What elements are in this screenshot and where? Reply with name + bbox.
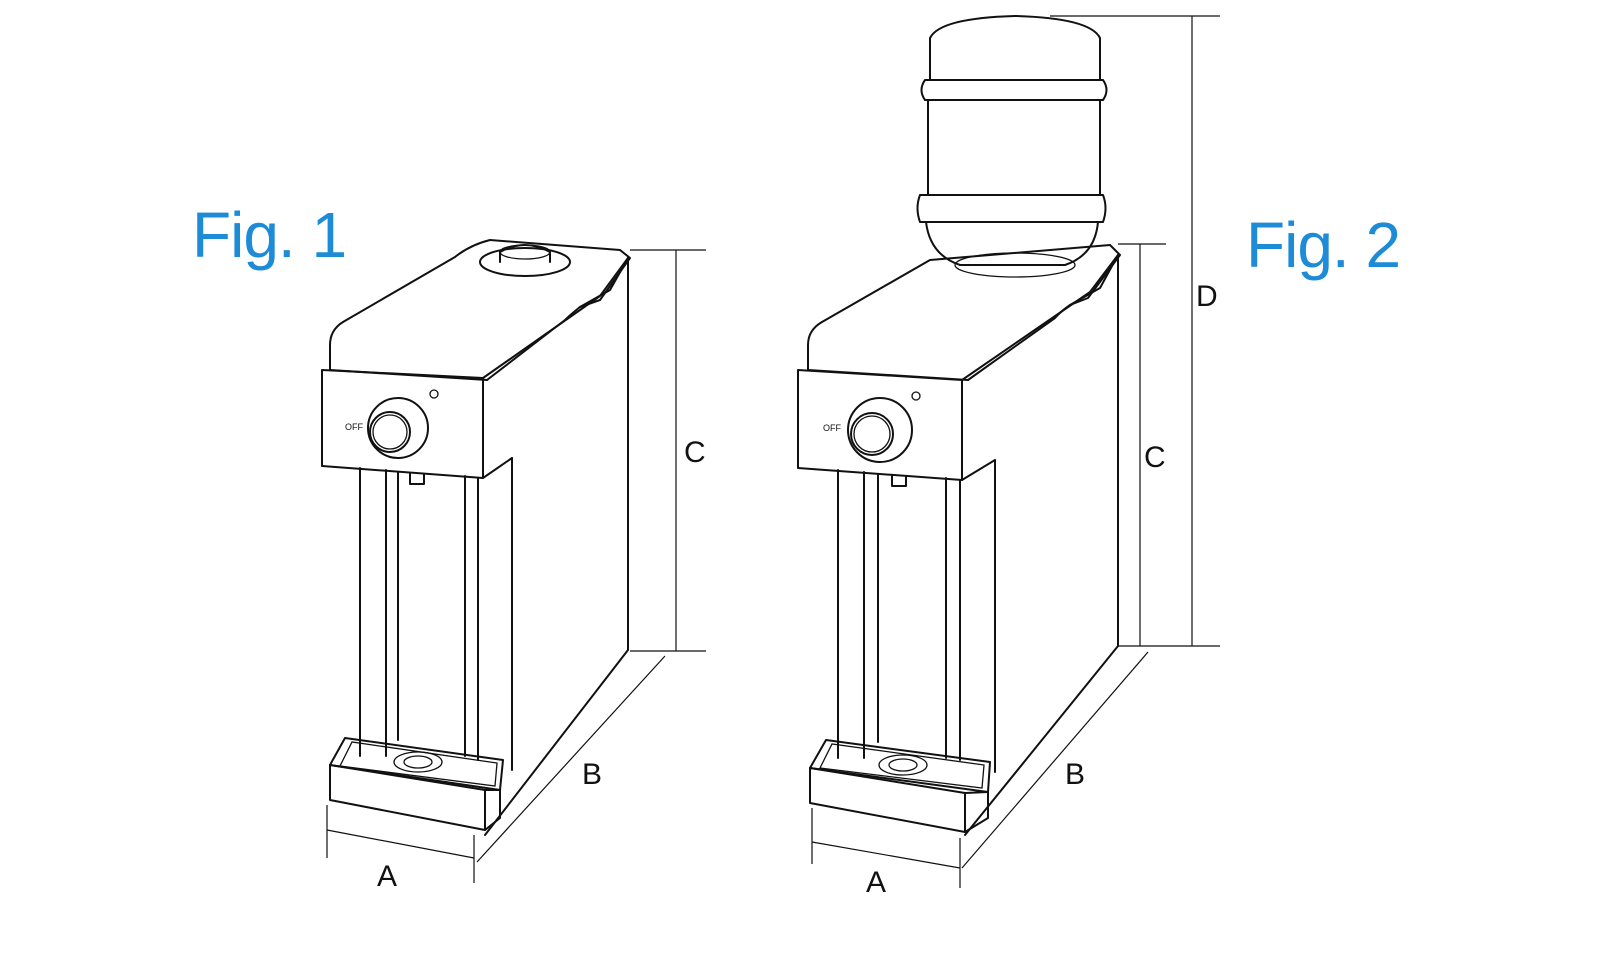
dispenser-fig2: OFF [797, 15, 1121, 836]
dimension-a-fig1: A [377, 860, 398, 893]
dimension-a-fig2: A [866, 866, 887, 899]
dimension-b-fig1: B [582, 758, 603, 791]
dimension-b-fig2: B [1065, 758, 1086, 791]
dimension-c-fig2: C [1144, 441, 1166, 474]
drip-tray-icon [393, 751, 443, 773]
knob-off-label: OFF [345, 422, 363, 432]
knob-off-label: OFF [823, 423, 841, 433]
water-bottle-drawing [916, 15, 1108, 278]
figure-2-title: Fig. 2 [1246, 209, 1401, 281]
figure-1-title: Fig. 1 [192, 199, 347, 271]
dimension-d-fig2: D [1196, 280, 1218, 313]
dispenser-fig1: OFF [321, 239, 631, 836]
dimension-lines-fig1 [326, 249, 706, 883]
dimension-c-fig1: C [684, 436, 706, 469]
dimension-lines-fig2 [811, 15, 1220, 888]
control-knob-icon [847, 397, 913, 463]
control-knob-icon [367, 397, 429, 459]
